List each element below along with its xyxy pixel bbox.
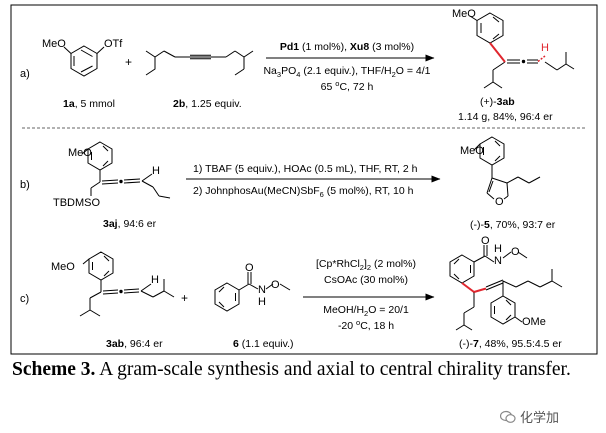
watermark: 化学加 bbox=[500, 407, 559, 426]
caption-text: A gram-scale synthesis and axial to cent… bbox=[95, 359, 571, 380]
1a-otf-label: OTf bbox=[104, 38, 123, 50]
product-3ab bbox=[469, 12, 575, 89]
row-b-label: b) bbox=[20, 179, 30, 191]
product-3ab-result: 1.14 g, 84%, 96:4 er bbox=[458, 111, 553, 123]
axial-bond-highlight bbox=[489, 42, 506, 63]
new-c-c-bond-highlight bbox=[461, 282, 475, 293]
compound-2b-caption: 2b, 1.25 equiv. bbox=[173, 98, 242, 110]
scheme-frame bbox=[10, 4, 598, 355]
new-vinyl-bond-highlight bbox=[473, 287, 487, 293]
product-5-caption: (-)-5, 70%, 93:7 er bbox=[470, 219, 556, 231]
6-h-label: H bbox=[258, 296, 266, 308]
compound-3aj bbox=[81, 141, 171, 199]
cond-a-temp: 65 oC, 72 h bbox=[321, 79, 374, 93]
7-o2-label: O bbox=[511, 246, 520, 258]
allene-dot bbox=[119, 289, 123, 294]
product-5 bbox=[473, 136, 541, 200]
compound-6 bbox=[214, 272, 291, 312]
row-c-plus: + bbox=[181, 291, 188, 305]
compound-6-caption: 6 (1.1 equiv.) bbox=[233, 338, 294, 350]
cond-c-solvent: MeOH/H2O = 20/1 bbox=[323, 304, 409, 318]
5-meo-label: MeO bbox=[460, 145, 484, 157]
watermark-text: 化学加 bbox=[520, 411, 560, 426]
caption-label: Scheme 3. bbox=[12, 359, 96, 380]
3aj-tbdmso-label: TBDMSO bbox=[53, 197, 101, 209]
product-7-caption: (-)-7, 48%, 95.5:4.5 er bbox=[459, 338, 562, 350]
compound-2b bbox=[145, 50, 254, 76]
cond-c-additive: CsOAc (30 mol%) bbox=[324, 274, 408, 286]
7-n-label: N bbox=[494, 255, 502, 267]
allene-dot bbox=[119, 179, 123, 184]
row-c-label: c) bbox=[20, 293, 29, 305]
6-n-label: N bbox=[258, 284, 266, 296]
compound-3ab bbox=[79, 251, 175, 317]
compound-3aj-caption: 3aj, 94:6 er bbox=[103, 218, 157, 230]
cond-c-catalyst: [Cp*RhCl2]2 (2 mol%) bbox=[316, 258, 416, 272]
3ab-c-h-label: H bbox=[151, 274, 159, 286]
5-o-label: O bbox=[495, 196, 504, 208]
3aj-h-label: H bbox=[152, 165, 160, 177]
6-o2-label: O bbox=[271, 279, 280, 291]
compound-1a-caption: 1a, 5 mmol bbox=[63, 98, 115, 110]
reaction-scheme: a) MeO OTf 1a, 5 mmol + 2b, 1.25 equiv. … bbox=[10, 4, 598, 355]
7-o-label: O bbox=[481, 235, 490, 247]
6-o-label: O bbox=[245, 262, 254, 274]
compound-3ab-c-caption: 3ab, 96:4 er bbox=[106, 338, 163, 350]
3ab-c-meo-label: MeO bbox=[51, 261, 75, 273]
ch-bond-highlight bbox=[537, 55, 546, 63]
1a-meo-label: MeO bbox=[42, 38, 66, 50]
cond-b-step2: 2) JohnphosAu(MeCN)SbF6 (5 mol%), RT, 10… bbox=[193, 185, 414, 199]
compound-1a bbox=[63, 45, 105, 77]
cond-a-catalyst: Pd1 (1 mol%), Xu8 (3 mol%) bbox=[280, 41, 414, 53]
cond-c-temp: -20 oC, 18 h bbox=[338, 318, 394, 332]
cond-b-step1: 1) TBAF (5 equiv.), HOAc (0.5 mL), THF, … bbox=[193, 163, 418, 175]
3aj-meo-label: MeO bbox=[68, 147, 92, 159]
wechat-icon bbox=[500, 410, 516, 423]
row-a-plus: + bbox=[125, 55, 132, 69]
product-7 bbox=[449, 245, 563, 331]
7-ome-label: OMe bbox=[522, 316, 546, 328]
product-3ab-caption: (+)-3ab bbox=[480, 96, 515, 108]
3ab-meo-label: MeO bbox=[452, 8, 476, 20]
7-h-label: H bbox=[494, 243, 502, 255]
row-a-label: a) bbox=[20, 68, 30, 80]
cond-a-base: Na3PO4 (2.1 equiv.), THF/H2O = 4/1 bbox=[263, 65, 430, 79]
3ab-h-label: H bbox=[541, 42, 549, 54]
scheme-caption: Scheme 3. A gram-scale synthesis and axi… bbox=[12, 358, 598, 381]
allene-dot bbox=[521, 59, 526, 64]
